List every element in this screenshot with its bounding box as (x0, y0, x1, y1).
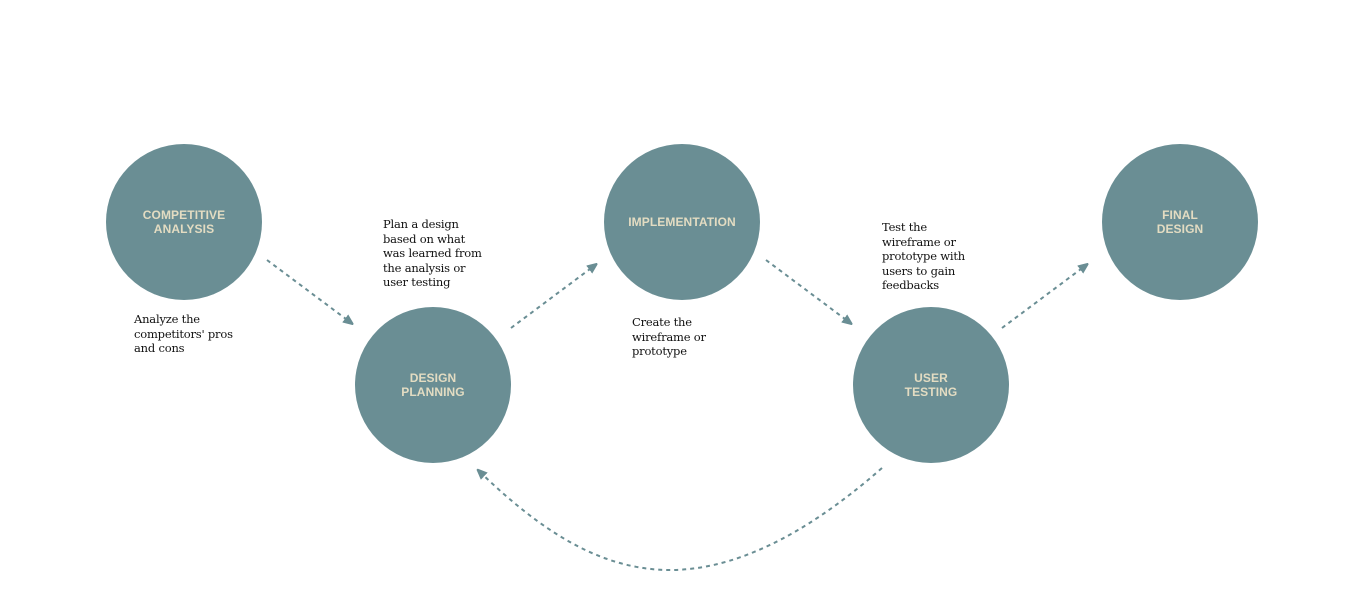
step-final-design: FINAL DESIGN (1102, 144, 1258, 300)
step-label: FINAL DESIGN (1156, 208, 1204, 236)
arrow-planning-to-implementation (510, 266, 594, 329)
step-label: USER TESTING (904, 371, 958, 399)
step-description-competitive-analysis: Analyze the competitors' pros and cons (134, 312, 233, 355)
arrow-implementation-to-testing (765, 259, 849, 322)
step-user-testing: USER TESTING (853, 307, 1009, 463)
step-description-user-testing: Test the wireframe or prototype with use… (882, 220, 966, 292)
arrow-testing-back-to-planning (480, 467, 883, 572)
arrow-testing-to-final (1001, 266, 1085, 329)
step-implementation: IMPLEMENTATION (604, 144, 760, 300)
step-design-planning: DESIGN PLANNING (355, 307, 511, 463)
arrow-analysis-to-planning (266, 259, 350, 322)
step-description-design-planning: Plan a design based on what was learned … (383, 217, 482, 289)
step-label: IMPLEMENTATION (628, 215, 736, 229)
step-competitive-analysis: COMPETITIVE ANALYSIS (106, 144, 262, 300)
step-label: DESIGN PLANNING (401, 371, 465, 399)
step-description-implementation: Create the wireframe or prototype (632, 315, 706, 358)
step-label: COMPETITIVE ANALYSIS (142, 208, 226, 236)
